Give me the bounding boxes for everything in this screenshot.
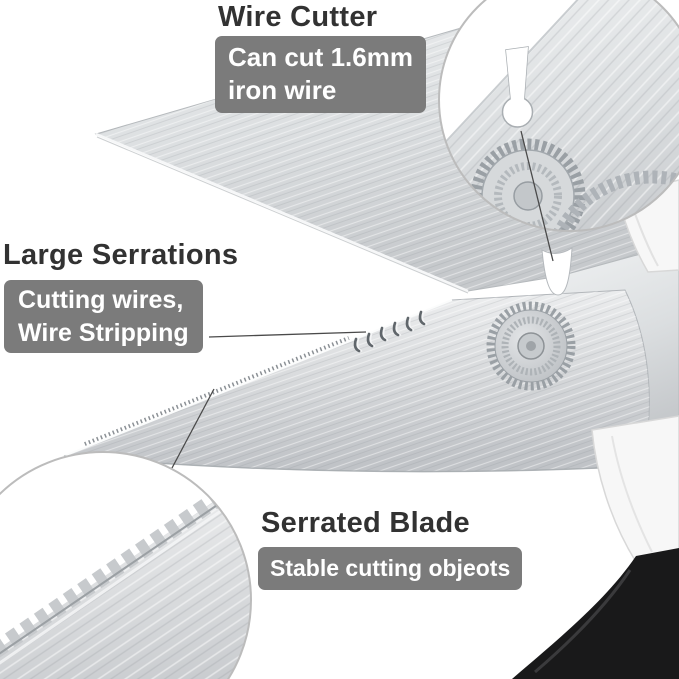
large-serrations-label-line2: Wire Stripping (18, 318, 189, 347)
serrated-blade-label-line1: Stable cutting objeots (270, 555, 511, 581)
wire-cutter-label: Can cut 1.6mm iron wire (215, 36, 426, 113)
pivot-screw (486, 301, 576, 391)
fine-serration-teeth (84, 336, 350, 446)
serrated-blade-leader-line (171, 388, 215, 469)
leader-lines (171, 130, 554, 469)
large-serrations-grooves (353, 310, 428, 353)
large-serrations-leader-line (208, 331, 367, 338)
large-serrations-label: Cutting wires, Wire Stripping (4, 280, 203, 353)
zoomed-serration-teeth (0, 471, 251, 679)
wire-cutter-label-line1: Can cut 1.6mm (228, 42, 413, 72)
serrated-blade-label: Stable cutting objeots (258, 547, 523, 590)
wire-cutter-title: Wire Cutter (218, 1, 378, 33)
serrated-blade-title: Serrated Blade (261, 507, 470, 539)
large-serrations-title: Large Serrations (3, 239, 239, 271)
wire-cutter-notch (541, 247, 573, 296)
zoomed-wire-cutter-hole (501, 46, 534, 128)
wire-cutter-leader-line (520, 130, 554, 262)
lower-handle (512, 415, 679, 679)
serrated-blade-magnifier (0, 451, 252, 679)
wire-cutter-label-line2: iron wire (228, 75, 337, 106)
large-serrations-label-line1: Cutting wires, (18, 286, 184, 314)
